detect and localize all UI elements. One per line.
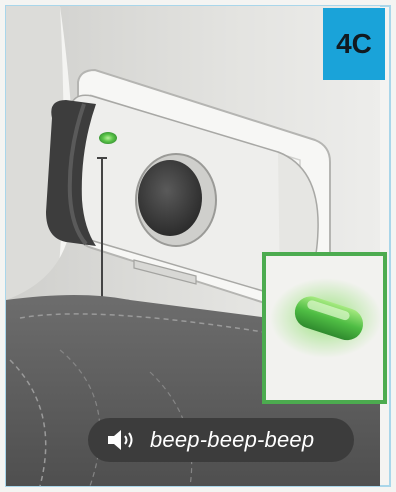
led-zoom-graphic (266, 256, 383, 400)
sound-caption: beep-beep-beep (150, 427, 314, 453)
step-label: 4C (336, 28, 372, 60)
status-led-small (99, 132, 117, 144)
lens (138, 160, 202, 236)
led-zoom-callout (262, 252, 387, 404)
speaker-icon (106, 428, 136, 452)
step-badge: 4C (323, 8, 385, 80)
sound-indicator: beep-beep-beep (88, 418, 354, 462)
